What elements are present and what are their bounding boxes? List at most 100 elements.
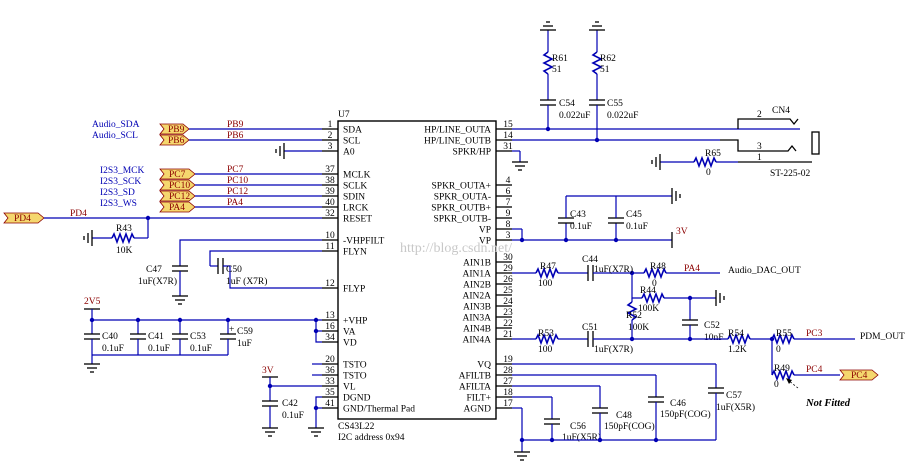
r55-ref: R55: [776, 329, 792, 339]
ic-pin-number: 29: [503, 264, 513, 274]
ic-pin-number: 11: [325, 242, 334, 252]
ic-pin-name: VP: [479, 226, 491, 236]
c54-value: 0.022uF: [559, 111, 590, 121]
rail-2v5-label: 2V5: [84, 297, 101, 307]
c44-ref: C44: [582, 255, 598, 265]
port-pc7-label: PC7: [169, 170, 186, 180]
net-pb9: PB9: [227, 120, 244, 130]
r49-ref: R49: [774, 364, 790, 374]
ic-pin-name: AIN2B: [463, 281, 491, 291]
r44-ref: R44: [640, 286, 656, 296]
c50-value: 1uF (X7R): [226, 276, 267, 287]
r44-value: 100K: [638, 304, 659, 314]
resistor-r44: [641, 291, 665, 305]
r53-ref: R53: [538, 329, 554, 339]
ic-pin-name: +VHP: [343, 317, 367, 327]
rail-3v-vl-label: 3V: [262, 366, 274, 376]
r43-ref: R43: [116, 224, 132, 234]
resistor-r48: [643, 266, 667, 280]
r52-ref: R52: [626, 311, 642, 321]
ic-pin-number: 31: [503, 142, 513, 152]
c40-value: 0.1uF: [102, 344, 124, 354]
ic-pin-name: SDIN: [343, 193, 365, 203]
ic-pin-name: AIN2A: [463, 292, 492, 302]
ic-u7: U7 CS43L22 I2C address 0x94 1SDA2SCL3A03…: [322, 110, 513, 443]
c48-ref: C48: [616, 411, 632, 421]
ic-pin-number: 19: [503, 355, 513, 365]
ic-pin-number: 6: [506, 187, 511, 197]
r61-value: 51: [552, 65, 562, 75]
resistor-r54: [727, 332, 751, 346]
ic-pin-name: VD: [343, 339, 357, 349]
ic-pin-name: GND/Thermal Pad: [343, 405, 415, 415]
ic-pin-number: 21: [503, 330, 513, 340]
c44-value: 1uF(X7R): [594, 264, 633, 275]
port-pb6: [159, 134, 190, 146]
ic-pin-name: SPKR_OUTB-: [433, 215, 491, 225]
port-pc10-label: PC10: [169, 181, 190, 191]
c42-ref: C42: [282, 399, 298, 409]
ic-pin-number: 14: [503, 131, 513, 141]
c53-value: 0.1uF: [190, 344, 212, 354]
resistor-r52: [626, 301, 638, 321]
resistor-r61: [542, 51, 554, 75]
ic-pin-name: HP/LINE_OUTA: [424, 126, 491, 136]
port-pc12-label: PC12: [169, 192, 190, 202]
r47-value: 100: [538, 279, 553, 289]
ic-pin-number: 32: [325, 209, 335, 219]
net-pb6: PB6: [227, 131, 244, 141]
ic-pin-number: 2: [328, 131, 333, 141]
ic-address: I2C address 0x94: [338, 433, 405, 443]
cn4-pin-2: 2: [757, 110, 762, 120]
ic-pin-name: SPKR_OUTB+: [431, 204, 491, 214]
r52-value: 100K: [628, 323, 649, 333]
ic-pin-name: AIN1A: [463, 270, 492, 280]
ic-pin-number: 13: [325, 311, 335, 321]
resistor-r49: [771, 368, 795, 382]
ic-right-pins: 15HP/LINE_OUTA14HP/LINE_OUTB31SPKR/HP4SP…: [424, 120, 513, 415]
ground-symbol-c47: [172, 295, 188, 305]
ic-pin-name: SCL: [343, 137, 361, 147]
net-i2s-sd: I2S3_SD: [100, 188, 135, 198]
r53-value: 100: [538, 345, 553, 355]
net-i2s-sck: I2S3_SCK: [100, 177, 141, 187]
ic-pin-number: 7: [506, 198, 511, 208]
c55-ref: C55: [607, 99, 623, 109]
ic-pin-name: VQ: [477, 361, 491, 371]
ic-pin-name: VL: [343, 383, 356, 393]
ic-pin-number: 8: [506, 220, 511, 230]
c52-value: 10nF: [704, 333, 724, 343]
c43-ref: C43: [570, 210, 586, 220]
ic-pin-name: AIN4A: [463, 336, 492, 346]
r65-value: 0: [706, 168, 711, 178]
c51-ref: C51: [582, 323, 598, 333]
ic-pin-name: FILT+: [466, 394, 491, 404]
ic-pin-name: AFILTA: [459, 383, 491, 393]
port-group-i2s: PC7 PC10 PC12 PA4: [159, 168, 196, 213]
watermark: http://blog.csdn.net/: [400, 241, 512, 256]
ic-pin-number: 37: [325, 165, 335, 175]
c46-ref: C46: [670, 399, 686, 409]
c45-value: 0.1uF: [626, 222, 648, 232]
resistor-r47: [535, 266, 559, 280]
ic-pin-number: 12: [325, 279, 335, 289]
c51-value: 1uF(X7R): [594, 344, 633, 355]
c54-ref: C54: [559, 99, 575, 109]
ic-pin-name: MCLK: [343, 171, 371, 181]
ic-pin-name: AIN4B: [463, 325, 491, 335]
ic-body: [337, 120, 497, 420]
ic-pin-number: 41: [325, 399, 335, 409]
ic-pin-number: 9: [506, 209, 511, 219]
ic-pin-number: 16: [325, 322, 335, 332]
ground-symbol-r65: [651, 154, 661, 170]
ic-pin-number: 17: [503, 399, 513, 409]
net-pa4-dac: PA4: [684, 264, 700, 274]
c52-ref: C52: [704, 321, 720, 331]
r62-ref: R62: [600, 54, 616, 64]
ic-pin-name: A0: [343, 148, 355, 158]
audio-dac-out-label: Audio_DAC_OUT: [728, 266, 801, 276]
ic-pin-number: 33: [325, 377, 335, 387]
connector-cn4: CN4 2 3 1 ST-225-02: [720, 106, 820, 179]
ic-left-pins: 1SDA2SCL3A037MCLK38SCLK39SDIN40LRCK32RES…: [322, 120, 415, 415]
